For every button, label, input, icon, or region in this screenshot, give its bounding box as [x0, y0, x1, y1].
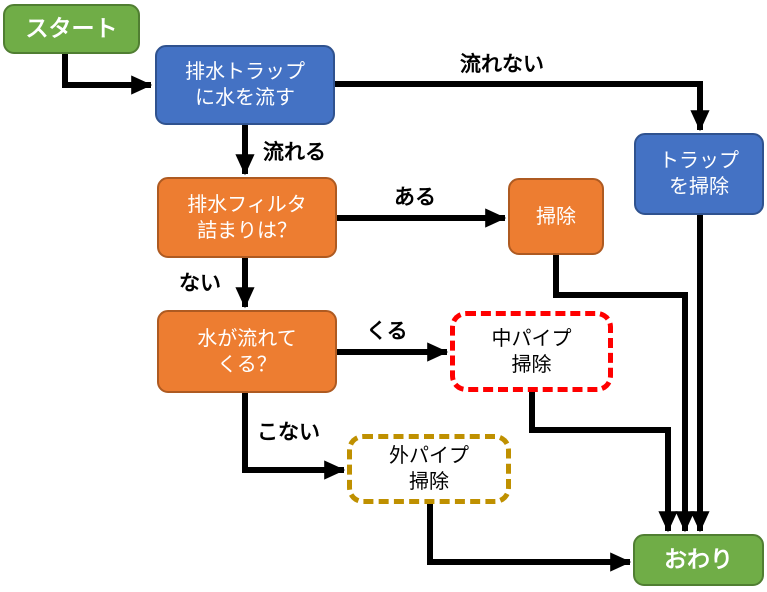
- end-node-label: おわり: [664, 546, 733, 573]
- water-comes-node-line2: くる？: [217, 353, 277, 376]
- trap-clean-node-line2: を掃除: [669, 176, 729, 198]
- mid-pipe-node-line1: 中パイプ: [491, 327, 572, 350]
- edge-start-to-runwater: [62, 53, 153, 95]
- start-node-label: スタート: [25, 15, 118, 42]
- out-pipe-node: 外パイプ 掃除: [347, 434, 511, 504]
- edge-midpipe-to-end: [529, 392, 678, 533]
- out-pipe-node-line1: 外パイプ: [389, 445, 469, 467]
- edge-runwater-to-trapclean: [335, 81, 710, 132]
- start-node: スタート: [3, 4, 140, 54]
- run-water-node-line1: 排水トラップ: [185, 61, 305, 83]
- mid-pipe-node-line2: 掃除: [511, 353, 552, 376]
- filter-check-node-line2: 詰まりは？: [197, 219, 297, 242]
- water-comes-node-line1: 水が流れて: [197, 327, 297, 350]
- clean-node-label: 掃除: [536, 205, 576, 228]
- clean-node: 掃除: [508, 178, 604, 255]
- filter-check-node-line1: 排水フィルタ: [187, 193, 307, 216]
- edge-label-not-come: こない: [257, 421, 320, 444]
- edge-clean-to-end: [553, 255, 695, 533]
- edge-label-flowing: 流れる: [263, 141, 326, 164]
- edge-label-none: ない: [179, 272, 221, 295]
- run-water-node-line2: に水を流す: [195, 87, 295, 109]
- trap-clean-node: トラップ を掃除: [634, 133, 764, 215]
- mid-pipe-node: 中パイプ 掃除: [450, 311, 613, 392]
- run-water-node: 排水トラップ に水を流す: [155, 45, 335, 125]
- out-pipe-node-line2: 掃除: [409, 471, 449, 493]
- edge-label-not-flowing: 流れない: [460, 53, 544, 76]
- end-node: おわり: [633, 534, 764, 586]
- filter-check-node: 排水フィルタ 詰まりは？: [157, 177, 337, 258]
- water-comes-node: 水が流れて くる？: [157, 310, 337, 393]
- edge-label-comes: くる: [366, 320, 408, 343]
- edge-watercomes-to-outpipe: [242, 393, 346, 480]
- edge-outpipe-to-end: [427, 503, 632, 572]
- edge-label-exists: ある: [394, 186, 436, 209]
- trap-clean-node-line1: トラップ: [659, 150, 739, 172]
